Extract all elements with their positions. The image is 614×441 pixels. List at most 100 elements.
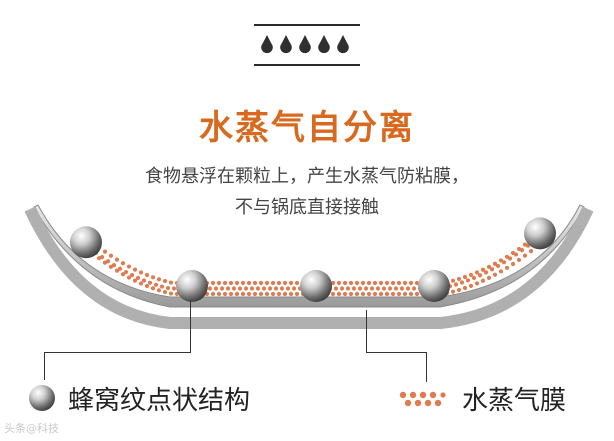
steam-dot bbox=[372, 280, 378, 286]
steam-dot bbox=[150, 286, 156, 291]
steam-dot bbox=[105, 259, 111, 264]
steam-dot bbox=[492, 272, 498, 277]
steam-dot bbox=[252, 280, 258, 286]
honeycomb-ball bbox=[418, 270, 450, 302]
steam-dot bbox=[396, 280, 402, 286]
steam-dot bbox=[138, 281, 144, 286]
steam-dot bbox=[249, 286, 255, 291]
steam-dot bbox=[147, 280, 153, 285]
steam-dot bbox=[453, 282, 459, 287]
steam-dot bbox=[222, 291, 228, 297]
steam-dot bbox=[336, 291, 342, 297]
steam-dot bbox=[270, 291, 276, 297]
steam-dot bbox=[153, 282, 159, 287]
steam-dot bbox=[117, 266, 123, 271]
steam-dot bbox=[366, 280, 372, 286]
steam-dot bbox=[384, 280, 390, 286]
steam-dot bbox=[357, 286, 363, 291]
honeycomb-ball bbox=[300, 270, 332, 302]
steam-dot bbox=[405, 286, 411, 291]
steam-dot bbox=[384, 291, 390, 297]
steam-dot bbox=[375, 286, 381, 291]
steam-dot bbox=[126, 275, 132, 280]
steam-dot bbox=[123, 269, 129, 275]
steam-dot bbox=[282, 280, 288, 286]
steam-dot bbox=[294, 291, 300, 297]
steam-dot bbox=[288, 280, 294, 286]
steam-dot bbox=[159, 284, 165, 289]
connector-vertical-right bbox=[366, 310, 367, 352]
steam-dot bbox=[129, 273, 135, 278]
steam-dot bbox=[450, 289, 456, 294]
steam-dot bbox=[465, 278, 471, 283]
steam-dot bbox=[474, 270, 480, 275]
steam-dot bbox=[261, 286, 267, 291]
steam-dot bbox=[330, 280, 336, 286]
steam-dot bbox=[468, 272, 474, 277]
steam-dot bbox=[351, 286, 357, 291]
steam-dot bbox=[225, 286, 231, 291]
steam-dot bbox=[246, 280, 252, 286]
steam-dot bbox=[366, 291, 372, 297]
steam-dot bbox=[255, 286, 261, 291]
steam-dot bbox=[411, 286, 417, 291]
steam-dot bbox=[267, 286, 273, 291]
steam-dot bbox=[342, 280, 348, 286]
steam-dot bbox=[111, 263, 117, 268]
pan-bottom-edge bbox=[24, 206, 594, 329]
steam-dot bbox=[528, 249, 534, 254]
steam-dot bbox=[99, 254, 105, 260]
steam-dot bbox=[102, 249, 108, 254]
connector-horizontal-right bbox=[366, 352, 426, 353]
steam-dot bbox=[480, 267, 486, 272]
steam-dot bbox=[348, 280, 354, 286]
honeycomb-ball-icon bbox=[29, 385, 55, 411]
steam-dot bbox=[348, 291, 354, 297]
steam-dot bbox=[474, 281, 480, 286]
steam-dot bbox=[171, 286, 177, 291]
steam-dot bbox=[135, 275, 141, 281]
steam-dot bbox=[339, 286, 345, 291]
steam-dot bbox=[120, 261, 126, 266]
description-line-1: 食物悬浮在颗粒上，产生水蒸气防粘膜， bbox=[145, 166, 469, 187]
steam-dot bbox=[258, 280, 264, 286]
honeycomb-ball bbox=[524, 217, 556, 250]
steam-dot bbox=[492, 261, 498, 266]
water-drop-icon bbox=[261, 35, 273, 54]
steam-dot bbox=[276, 291, 282, 297]
steam-dot bbox=[291, 286, 297, 291]
steam-dot bbox=[414, 280, 420, 286]
steam-dot bbox=[114, 257, 120, 262]
steam-dot bbox=[282, 291, 288, 297]
steam-dot bbox=[450, 278, 456, 283]
legend-honeycomb-label: 蜂窝纹点状结构 bbox=[68, 386, 251, 416]
pan-body bbox=[33, 204, 585, 308]
honeycomb-balls bbox=[70, 217, 556, 302]
steam-dot bbox=[114, 268, 120, 273]
steam-dot bbox=[270, 280, 276, 286]
water-drop-icon bbox=[318, 35, 330, 54]
steam-dot bbox=[231, 286, 237, 291]
steam-dot bbox=[390, 291, 396, 297]
steam-dot bbox=[138, 270, 144, 275]
steam-dot bbox=[240, 280, 246, 286]
steam-dot bbox=[234, 291, 240, 297]
water-drops-icon bbox=[260, 34, 350, 54]
steam-dot bbox=[378, 291, 384, 297]
steam-dot bbox=[144, 272, 150, 278]
steam-dot bbox=[168, 280, 174, 285]
steam-dot bbox=[507, 256, 513, 261]
legend-steam-film-label: 水蒸气膜 bbox=[462, 386, 567, 416]
water-drop-icon bbox=[280, 35, 292, 54]
steam-dot bbox=[381, 286, 387, 291]
steam-dot bbox=[501, 260, 507, 265]
steam-dot bbox=[207, 286, 213, 291]
steam-dot bbox=[285, 286, 291, 291]
steam-dot bbox=[156, 288, 162, 293]
steam-dot bbox=[408, 291, 414, 297]
steam-dot bbox=[228, 280, 234, 286]
steam-dot bbox=[408, 280, 414, 286]
steam-dot bbox=[456, 287, 462, 293]
headline: 水蒸气自分离 bbox=[199, 108, 415, 148]
